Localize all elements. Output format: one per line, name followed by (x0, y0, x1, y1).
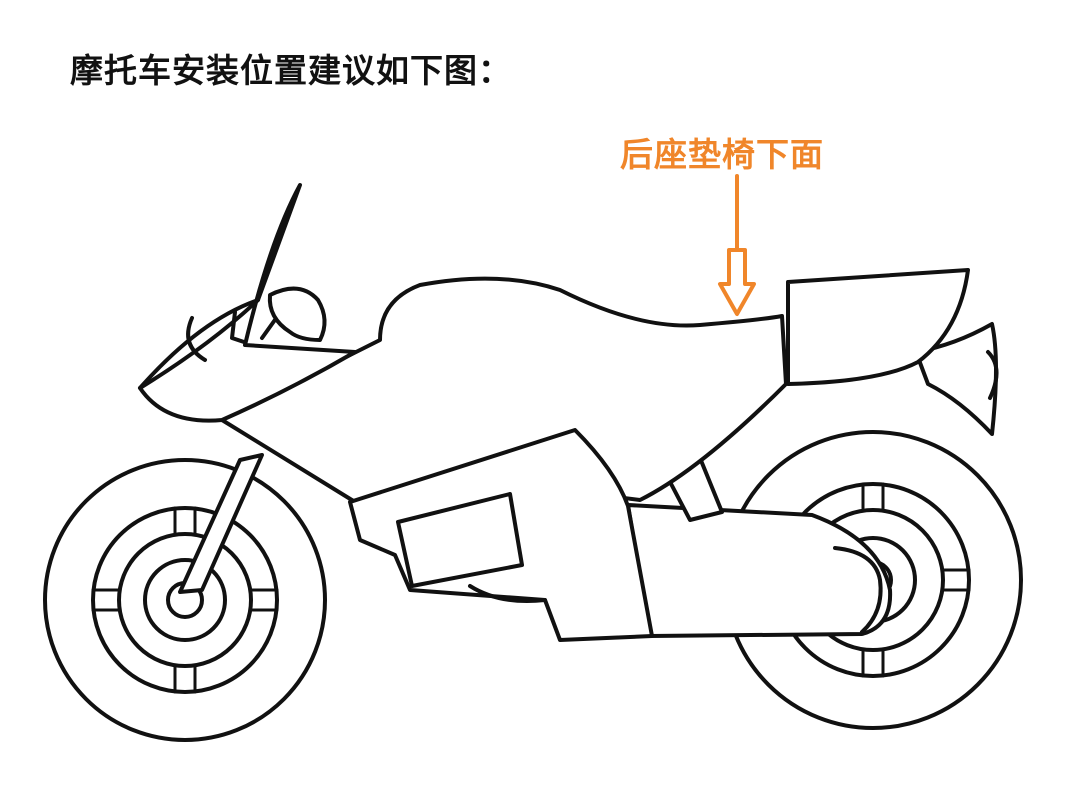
install-location-label: 后座垫椅下面 (620, 135, 824, 174)
headlight-detail (230, 310, 246, 344)
swingarm-pivot (833, 546, 883, 634)
arrow-head (718, 248, 756, 316)
install-arrow-icon (718, 174, 756, 316)
mirror-head (267, 286, 327, 342)
rear-swingarm (626, 503, 893, 638)
engine-cover-plate (396, 492, 524, 588)
headlight-curve (186, 316, 207, 362)
tail-section (786, 268, 999, 436)
engine-block (348, 428, 654, 642)
engine-bottom-curve (468, 584, 547, 604)
front-fork (178, 453, 264, 594)
side-mirror (260, 286, 327, 342)
tail-lamp-detail (986, 350, 999, 400)
front-wheel (43, 458, 327, 742)
fork-tube (178, 453, 264, 594)
fairing-shell (138, 183, 357, 423)
page-title: 摩托车安装位置建议如下图： (70, 51, 512, 90)
swingarm-body (626, 503, 893, 638)
fairing-edge (138, 298, 260, 390)
rear-seat-cowl (786, 268, 970, 386)
front-fairing (138, 183, 357, 423)
